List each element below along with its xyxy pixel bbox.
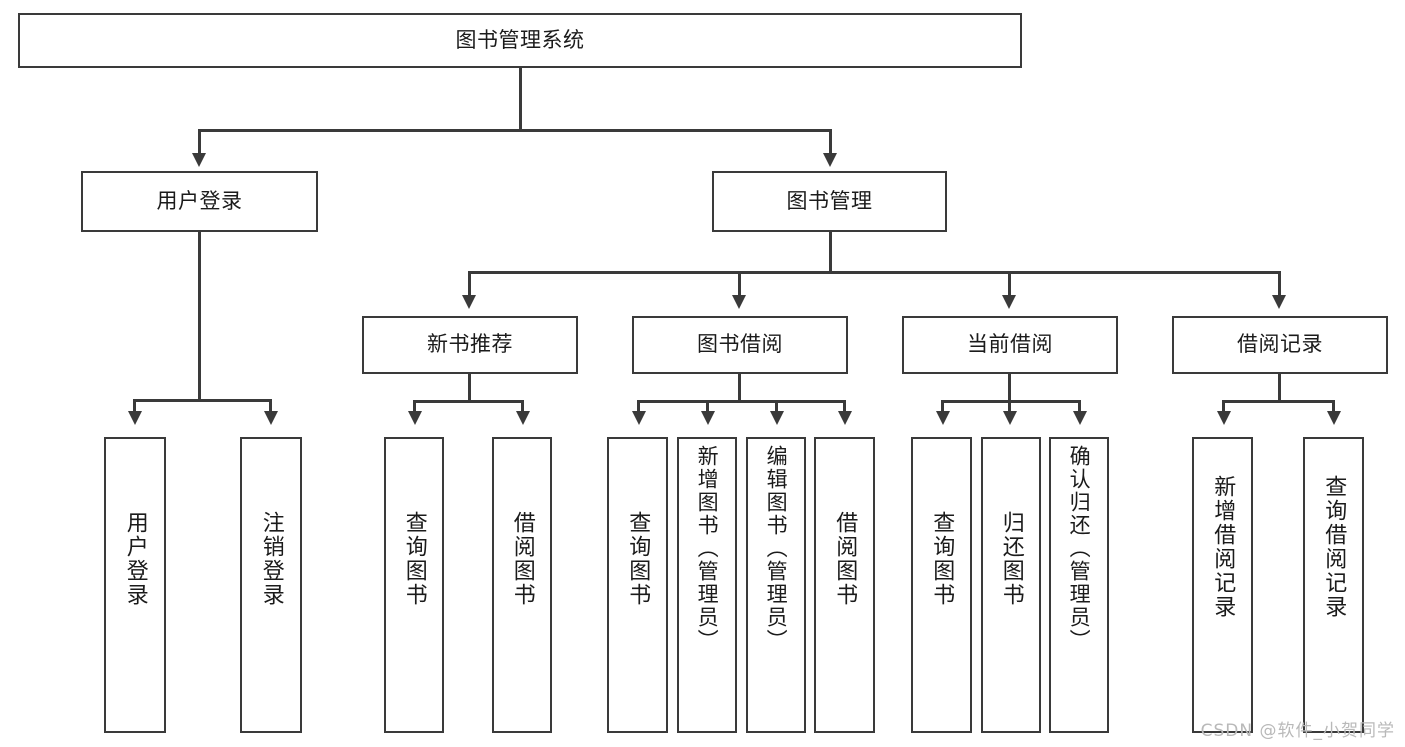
connector-current-borrow-d2 — [1008, 400, 1011, 413]
node-root[interactable]: 图书管理系统 — [18, 13, 1022, 68]
connector-current-borrow-d1 — [941, 400, 944, 413]
arrow-leaf-user-login — [128, 411, 142, 425]
node-leaf-query-record[interactable]: 查询借阅记录 — [1303, 437, 1364, 733]
arrow-leaf-logout — [264, 411, 278, 425]
connector-to-user-login — [198, 129, 201, 155]
arrow-leaf-borrow-book-2 — [838, 411, 852, 425]
arrow-to-book-manage — [823, 153, 837, 167]
connector-current-borrow-stem — [1008, 374, 1011, 402]
node-leaf-query-book-1-label: 查询图书 — [401, 511, 427, 607]
node-borrow-record[interactable]: 借阅记录 — [1172, 316, 1388, 374]
connector-user-login-left-drop — [133, 399, 136, 413]
connector-book-borrow-bus — [637, 400, 845, 403]
connector-level2-bus — [198, 129, 831, 132]
node-current-borrow[interactable]: 当前借阅 — [902, 316, 1118, 374]
connector-new-book-rec-d2 — [521, 400, 524, 413]
arrow-to-borrow-record — [1272, 295, 1286, 309]
node-leaf-query-book-3[interactable]: 查询图书 — [911, 437, 972, 733]
connector-user-login-stem — [198, 232, 201, 401]
connector-book-manage-stem — [829, 232, 832, 274]
node-leaf-user-login-label: 用户登录 — [122, 511, 148, 607]
connector-book-borrow-d1 — [637, 400, 640, 413]
connector-to-current-borrow — [1008, 271, 1011, 297]
arrow-leaf-add-book — [701, 411, 715, 425]
node-leaf-add-book[interactable]: 新增图书（管理员） — [677, 437, 737, 733]
node-new-book-rec-label: 新书推荐 — [427, 332, 513, 357]
arrow-to-book-borrow — [732, 295, 746, 309]
connector-book-borrow-d2 — [706, 400, 709, 413]
connector-new-book-rec-stem — [468, 374, 471, 402]
arrow-leaf-add-record — [1217, 411, 1231, 425]
connector-level3-bus — [468, 271, 1280, 274]
node-leaf-return-book[interactable]: 归还图书 — [981, 437, 1041, 733]
arrow-leaf-borrow-book-1 — [516, 411, 530, 425]
arrow-leaf-query-book-3 — [936, 411, 950, 425]
node-current-borrow-label: 当前借阅 — [967, 332, 1053, 357]
node-book-manage-label: 图书管理 — [786, 188, 873, 213]
node-leaf-add-book-label: 新增图书（管理员） — [695, 445, 720, 652]
node-book-borrow-label: 图书借阅 — [697, 332, 783, 357]
node-user-login[interactable]: 用户登录 — [81, 171, 318, 232]
connector-book-borrow-d4 — [843, 400, 846, 413]
arrow-to-current-borrow — [1002, 295, 1016, 309]
connector-borrow-record-d1 — [1222, 400, 1225, 413]
arrow-leaf-confirm-return — [1073, 411, 1087, 425]
node-leaf-add-record[interactable]: 新增借阅记录 — [1192, 437, 1253, 733]
arrow-leaf-query-record — [1327, 411, 1341, 425]
node-leaf-user-login[interactable]: 用户登录 — [104, 437, 166, 733]
node-leaf-borrow-book-1[interactable]: 借阅图书 — [492, 437, 552, 733]
node-leaf-borrow-book-1-label: 借阅图书 — [509, 511, 535, 607]
node-user-login-label: 用户登录 — [156, 188, 243, 213]
connector-book-borrow-stem — [738, 374, 741, 402]
node-leaf-query-book-2-label: 查询图书 — [625, 511, 651, 607]
node-book-manage[interactable]: 图书管理 — [712, 171, 947, 232]
node-leaf-return-book-label: 归还图书 — [998, 511, 1024, 607]
connector-to-borrow-record — [1278, 271, 1281, 297]
node-leaf-confirm-return-label: 确认归还（管理员） — [1067, 445, 1092, 652]
node-leaf-query-book-2[interactable]: 查询图书 — [607, 437, 668, 733]
arrow-leaf-edit-book — [770, 411, 784, 425]
connector-borrow-record-d2 — [1332, 400, 1335, 413]
connector-to-new-book-rec — [468, 271, 471, 297]
node-leaf-query-book-3-label: 查询图书 — [929, 511, 955, 607]
connector-borrow-record-stem — [1278, 374, 1281, 402]
node-leaf-borrow-book-2-label: 借阅图书 — [832, 511, 858, 607]
node-leaf-edit-book-label: 编辑图书（管理员） — [764, 445, 789, 652]
node-root-label: 图书管理系统 — [455, 27, 585, 52]
node-leaf-query-book-1[interactable]: 查询图书 — [384, 437, 444, 733]
node-leaf-edit-book[interactable]: 编辑图书（管理员） — [746, 437, 806, 733]
connector-to-book-borrow — [738, 271, 741, 297]
connector-borrow-record-bus — [1222, 400, 1334, 403]
node-borrow-record-label: 借阅记录 — [1237, 332, 1323, 357]
node-book-borrow[interactable]: 图书借阅 — [632, 316, 848, 374]
node-leaf-query-record-label: 查询借阅记录 — [1321, 475, 1347, 619]
node-leaf-logout[interactable]: 注销登录 — [240, 437, 302, 733]
connector-to-book-manage — [829, 129, 832, 155]
connector-book-borrow-d3 — [775, 400, 778, 413]
node-leaf-borrow-book-2[interactable]: 借阅图书 — [814, 437, 875, 733]
node-leaf-confirm-return[interactable]: 确认归还（管理员） — [1049, 437, 1109, 733]
arrow-to-user-login — [192, 153, 206, 167]
node-new-book-rec[interactable]: 新书推荐 — [362, 316, 578, 374]
arrow-leaf-return-book — [1003, 411, 1017, 425]
connector-user-login-right-drop — [269, 399, 272, 413]
node-leaf-add-record-label: 新增借阅记录 — [1210, 475, 1236, 619]
connector-new-book-rec-bus — [413, 400, 523, 403]
connector-root-stem — [519, 68, 522, 130]
connector-user-login-bus — [133, 399, 271, 402]
connector-current-borrow-d3 — [1078, 400, 1081, 413]
arrow-leaf-query-book-1 — [408, 411, 422, 425]
connector-new-book-rec-d1 — [413, 400, 416, 413]
node-leaf-logout-label: 注销登录 — [258, 511, 284, 607]
connector-current-borrow-bus — [941, 400, 1080, 403]
arrow-leaf-query-book-2 — [632, 411, 646, 425]
arrow-to-new-book-rec — [462, 295, 476, 309]
